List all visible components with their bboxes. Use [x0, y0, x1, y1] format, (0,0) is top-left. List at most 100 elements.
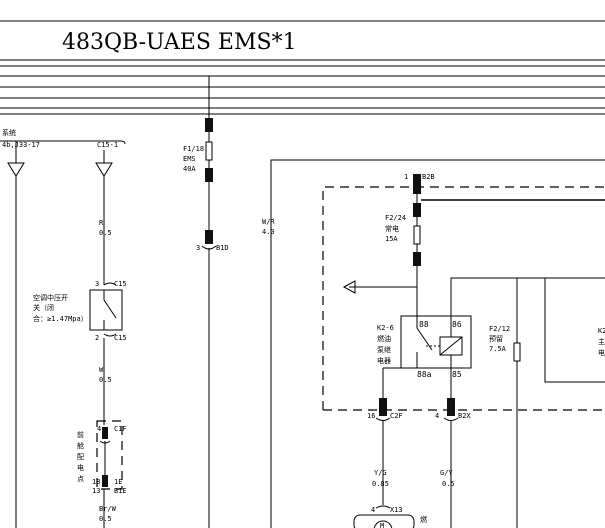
lower-right-connector: B2X	[458, 412, 471, 420]
motor-icon	[373, 520, 393, 528]
dist-connector-bottom: B1E	[114, 487, 127, 495]
dist-label-2: 舱	[77, 441, 84, 450]
dist-label-1: 前	[77, 430, 84, 439]
ac-switch-label-2: 关（闭	[33, 303, 54, 312]
connector-f1-top	[205, 118, 213, 132]
relay-pin-85: 85	[452, 370, 462, 379]
f2-24-connector-top: B2B	[422, 173, 435, 181]
dist-wire-gauge-out: 0.5	[99, 515, 112, 523]
lower-left-pin: 16	[367, 412, 375, 420]
right-edge-label-1: K2	[598, 327, 605, 335]
f2-12-rating: 7.5A	[489, 345, 507, 353]
connector-arc-c15-top	[103, 282, 117, 286]
distribution-point: 4 C1F 18 1E 13 B1E 前 舱 配 电 点 Br/W 0.5	[77, 420, 127, 528]
right-branch-line	[544, 278, 605, 383]
main-wire-gauge: 4.0	[262, 228, 275, 236]
fuse-f1-pin: 3	[196, 244, 200, 252]
ac-switch-box	[89, 289, 123, 331]
relay-k2-6: 88 86 88a 85 K2-6 燃油 泵继 电器	[377, 315, 472, 379]
pump-pin: 4	[371, 506, 375, 514]
fuse-f1-connector: B1D	[216, 244, 229, 252]
ac-pin-bottom: 2	[95, 334, 99, 342]
dist-label-5: 点	[77, 475, 84, 483]
right-edge-label-2: 主	[598, 337, 605, 346]
fuse-f2-24	[413, 225, 421, 245]
connector-arc-c15-bottom	[103, 333, 117, 337]
connector-b2b	[413, 174, 421, 194]
connector-b1d	[205, 230, 213, 244]
f2-24-pin-top: 1	[404, 173, 408, 181]
pump-connector: X13	[390, 506, 403, 514]
ac-switch-circuit: R 0.5 3 C15 2 C15 空调中压开 关（闭 合：≥1.47Mpa） …	[33, 150, 127, 425]
fuel-pump: 4 X13 M 燃	[353, 505, 427, 528]
dist-wire-gauge: 0.5	[99, 376, 112, 384]
dist-pin-num: 13	[92, 487, 100, 495]
dist-pin-right: 1E	[114, 478, 122, 486]
dist-pin-top: 4	[97, 425, 101, 433]
f2-24-label: 常电	[385, 224, 399, 233]
left-system-line	[0, 140, 126, 145]
dist-wire-color-out: Br/W	[99, 505, 117, 513]
lower-right-wire-color: G/Y	[440, 469, 453, 477]
ac-connector-bottom: C15	[114, 334, 127, 342]
relay-control-line	[450, 277, 605, 316]
f2-12-label: 预留	[489, 334, 503, 343]
arrow-left-feed	[342, 280, 417, 294]
left-system-connector-b: C15-1	[97, 141, 118, 149]
relay-label-3: 电器	[377, 356, 391, 365]
dist-label-4: 电	[77, 463, 84, 472]
fuse-box-dashed-left	[322, 186, 605, 410]
relay-box	[400, 315, 472, 369]
connector-f2-24-top	[413, 203, 421, 217]
main-wire-color: W/R	[262, 218, 275, 226]
left-system-connector-a: 4b,J33-17	[2, 141, 40, 149]
relay-name: K2-6	[377, 324, 394, 332]
f2-12-name: F2/12	[489, 325, 510, 333]
relay-pin-88a: 88a	[417, 370, 432, 379]
fuse-f1-label: EMS	[183, 155, 196, 163]
pump-housing	[353, 514, 415, 528]
lower-left-connector: C2F	[390, 412, 403, 420]
ac-switch-label-1: 空调中压开	[33, 293, 68, 302]
fuse-f1-name: F1/18	[183, 145, 204, 153]
dist-dashed-box	[96, 420, 123, 490]
left-terminal	[7, 141, 25, 528]
diagram-title: 483QB-UAES EMS*1	[62, 30, 297, 55]
left-system-label: 系统	[2, 128, 16, 137]
lower-left-wire-gauge: 0.85	[372, 480, 389, 488]
connector-b2x	[447, 398, 455, 416]
fuse-f2-12-body	[513, 342, 521, 362]
lower-left-wire-color: Y/G	[374, 469, 387, 477]
relay-contact	[416, 327, 433, 351]
relay-pin-86: 86	[452, 320, 462, 329]
ac-switch-label-3: 合：≥1.47Mpa）	[33, 314, 88, 323]
dist-pin-left: 18	[92, 478, 100, 486]
right-edge-label-3: 电	[598, 348, 605, 357]
pump-label: 燃	[420, 515, 427, 524]
relay-label-2: 泵继	[377, 345, 391, 354]
fuse-f2-12: F2/12 预留 7.5A	[489, 278, 521, 528]
lower-right-wire-gauge: 0.5	[442, 480, 455, 488]
dist-connector-top: C1F	[114, 425, 127, 433]
ac-pin-top: 3	[95, 280, 99, 288]
ac-connector-top: C15	[114, 280, 127, 288]
lower-wires: Y/G 0.85 G/Y 0.5	[372, 420, 455, 528]
f2-24-name: F2/24	[385, 214, 406, 222]
dist-wire-color: W	[99, 366, 104, 374]
terminal-triangle-left	[7, 162, 25, 177]
connector-c2f	[379, 398, 387, 416]
connector-c1f	[102, 427, 108, 439]
f2-24-rating: 15A	[385, 235, 398, 243]
main-feed: W/R 4.0	[262, 159, 605, 528]
terminal-triangle-ac	[95, 162, 113, 177]
switch-contact	[103, 299, 117, 319]
fuse-f2-24-column: 1 B2B F2/24 常电 15A	[385, 173, 605, 316]
connector-f2-24-bottom	[413, 252, 421, 266]
lower-right-pin: 4	[435, 412, 439, 420]
fuse-f1	[205, 141, 213, 161]
pump-symbol: M	[380, 522, 384, 528]
relay-pin-88: 88	[419, 320, 429, 329]
relay-label-1: 燃油	[377, 334, 391, 343]
fuse-f1-column: F1/18 EMS 40A 3 B1D	[183, 76, 229, 528]
